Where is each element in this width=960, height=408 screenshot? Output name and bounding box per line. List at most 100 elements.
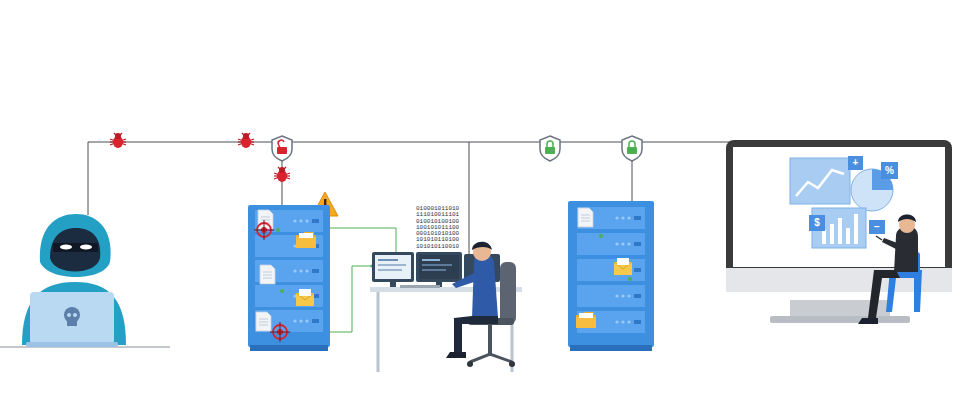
dashboard-monitor-part [790,158,850,204]
server-rack-part [578,208,593,227]
server-rack-part [599,234,603,238]
analyst-desk-part [422,264,452,266]
server-rack-part [250,345,328,351]
hacker-figure-part [22,282,126,345]
server-rack-part [628,277,632,281]
dashboard-monitor-part [848,156,863,170]
security-shield-part [277,147,287,154]
dashboard-monitor-part [876,236,882,240]
security-shield-part [629,141,635,147]
analyst-desk-part [377,292,380,372]
hacker-figure-part [60,244,72,249]
network-wire-part [632,160,633,201]
chart-symbol: − [874,222,880,232]
analyst-desk-part [472,254,498,318]
server-rack [248,205,330,351]
hacker-figure-part [53,243,98,252]
chart-symbol: $ [814,218,820,228]
analyst-desk-part [378,259,398,261]
network-wire [88,142,735,255]
hacker-figure-part [67,313,71,317]
hacker-figure-part [50,228,100,272]
dashboard-monitor-part [881,162,898,179]
dashboard-monitor-part [858,318,878,324]
server-rack [568,201,654,351]
malware-bug-part [238,133,254,148]
analyst-desk-part [370,287,522,292]
hacker-figure-part [40,214,111,277]
hacker-figure-part [80,244,92,249]
analyst-desk-part [452,272,480,288]
hacker-figure-part [26,342,118,347]
analyst-desk-part [390,282,396,287]
analyst-desk-part [488,325,492,356]
hacker-figure-part [30,292,114,344]
server-rack-part [270,322,290,342]
analyst-desk [370,242,522,372]
security-shield-part [622,136,642,161]
hacker-figure [0,214,170,347]
network-wire-part [469,142,470,255]
analyst-desk-part [422,269,446,271]
chart-symbol: + [853,158,859,168]
network-wire-part [282,160,283,205]
malware-bug-part [110,133,126,148]
server-rack-part [577,259,645,281]
dashboard-monitor-part [726,140,952,292]
server-rack-part [614,258,632,275]
analyst-desk-part [419,255,459,279]
hacker-figure-part [73,313,77,317]
malware-bug [110,133,290,182]
dashboard-monitor [726,140,952,324]
server-rack-part [570,345,652,351]
security-shield-part [547,141,553,147]
analyst-desk-part [400,285,440,288]
server-rack-part [296,289,314,306]
dashboard-monitor-part-part [822,230,826,244]
analyst-desk-part [422,259,440,261]
analyst-desk-part [378,269,402,271]
server-rack-part [576,312,596,328]
malware-bug-part [274,167,290,182]
dashboard-monitor-part-part [830,224,834,244]
analyst-desk-part [375,255,411,279]
analyst-desk-part [509,361,515,367]
server-rack-part [256,312,271,331]
analyst-desk-part [454,316,498,352]
dashboard-monitor-part-part [838,218,842,244]
server-rack-part [248,205,330,347]
dashboard-monitor-part [822,214,858,244]
server-rack-part [296,232,316,248]
server-rack-part [254,220,274,240]
security-shield [272,136,642,161]
hacker-figure-part [67,320,77,326]
analyst-desk-part [470,354,512,362]
server-rack-part [577,233,645,255]
analyst-desk-part [372,252,414,282]
server-rack-part [255,285,323,307]
security-shield-part [272,136,292,161]
dashboard-monitor-part [770,316,910,323]
analyst-desk-part [467,361,473,367]
dashboard-monitor-part-part [846,228,850,244]
dashboard-monitor-part-part [854,214,858,244]
security-shield-part [627,147,637,154]
analyst-desk-part [416,252,462,282]
chart-symbol: % [885,166,894,176]
dashboard-monitor-part [809,215,825,231]
server-rack-part [568,201,654,347]
security-shield-part [540,136,560,161]
dashboard-monitor-part [868,270,900,318]
dashboard-monitor-part [882,238,900,250]
dashboard-monitor-part [898,215,916,223]
server-rack-part [260,265,275,284]
server-rack-part [255,310,323,332]
analyst-desk-part [446,352,466,358]
analyst-desk-part [500,262,516,324]
analyst-desk-part [472,242,492,250]
server-rack-part [276,228,280,232]
server-rack-part [577,311,645,333]
